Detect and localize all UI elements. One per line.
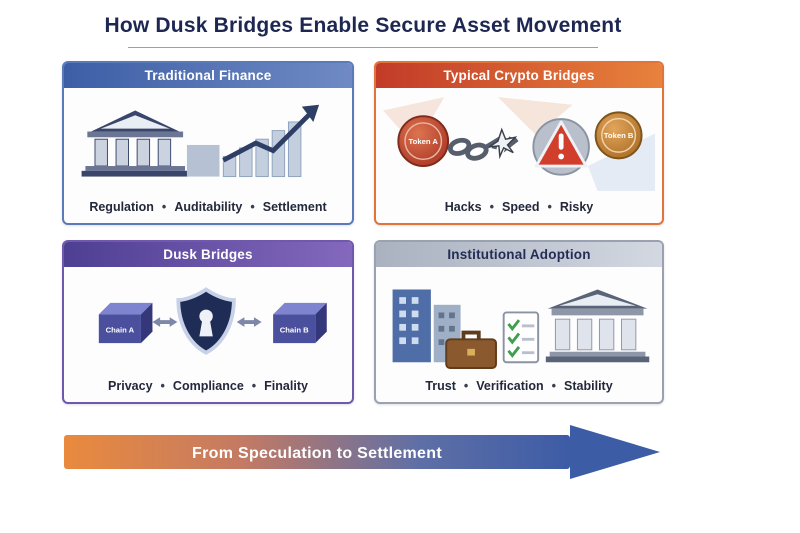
traditional-finance-caption: RegulationAuditabilitySettlement (64, 197, 352, 223)
chain-a-label: Chain A (106, 325, 135, 334)
bank-building-icon (545, 288, 650, 362)
warning-triangle-icon (534, 120, 588, 167)
briefcase-icon (445, 330, 497, 369)
page-title: How Dusk Bridges Enable Secure Asset Mov… (104, 14, 622, 37)
caption-item: Trust (425, 379, 456, 393)
arrow-body (64, 435, 570, 469)
caption-item: Finality (244, 379, 308, 393)
institutions-icon (392, 288, 650, 369)
panel-typical-crypto-bridges: Typical Crypto Bridges (374, 61, 664, 225)
caption-item: Auditability (154, 200, 242, 214)
broken-chain-icon: Token A (383, 96, 655, 191)
side-building-icon (186, 144, 220, 177)
right-bridge-arrow-icon (236, 316, 262, 327)
background-shard (497, 96, 573, 135)
token-b-label: Token B (604, 131, 634, 140)
infographic: How Dusk Bridges Enable Secure Asset Mov… (62, 0, 664, 486)
caption-item: Stability (544, 379, 613, 393)
institutional-adoption-illustration (376, 267, 662, 376)
chains-and-shield-icon: Chain A (98, 286, 327, 355)
caption-item: Speed (482, 200, 540, 214)
header-block: How Dusk Bridges Enable Secure Asset Mov… (62, 0, 664, 48)
traditional-finance-illustration (64, 88, 352, 197)
panel-traditional-finance-title: Traditional Finance (64, 63, 352, 88)
shield-lock-icon (176, 286, 236, 355)
caption-item: Hacks (444, 200, 482, 214)
bank-and-chart-icon (81, 104, 320, 177)
checklist-icon (502, 311, 540, 363)
panel-dusk-bridges-title: Dusk Bridges (64, 242, 352, 267)
bottom-arrow-banner: From Speculation to Settlement (64, 423, 664, 486)
bank-building-icon (81, 109, 189, 177)
chain-a-cube-icon: Chain A (98, 302, 153, 343)
panel-dusk-bridges: Dusk Bridges Chain A (62, 240, 354, 404)
token-a-label: Token A (409, 137, 439, 146)
panel-grid: Traditional Finance (62, 61, 664, 404)
dusk-bridges-caption: PrivacyComplianceFinality (64, 376, 352, 402)
caption-item: Settlement (242, 200, 326, 214)
panel-institutional-adoption-title: Institutional Adoption (376, 242, 662, 267)
caption-item: Verification (456, 379, 544, 393)
panel-typical-crypto-bridges-title: Typical Crypto Bridges (376, 63, 662, 88)
arrow-head (570, 425, 660, 479)
panel-institutional-adoption: Institutional Adoption (374, 240, 664, 404)
caption-item: Regulation (89, 200, 154, 214)
dusk-bridges-illustration: Chain A (64, 267, 352, 376)
caption-item: Compliance (153, 379, 244, 393)
caption-item: Privacy (108, 379, 153, 393)
token-a-coin-icon: Token A (397, 114, 450, 167)
caption-item: Risky (540, 200, 594, 214)
institutional-adoption-caption: TrustVerificationStability (376, 376, 662, 402)
chain-b-cube-icon: Chain B (273, 302, 327, 343)
arrow-label: From Speculation to Settlement (192, 445, 442, 462)
left-bridge-arrow-icon (152, 316, 178, 327)
token-b-coin-icon: Token B (594, 110, 643, 159)
crypto-bridges-caption: HacksSpeedRisky (376, 197, 662, 223)
growth-chart-icon (222, 104, 320, 177)
crypto-bridges-illustration: Token A (376, 88, 662, 197)
speculation-to-settlement-arrow: From Speculation to Settlement (64, 425, 660, 479)
title-underline (128, 47, 598, 48)
office-building-icon (392, 288, 461, 362)
panel-traditional-finance: Traditional Finance (62, 61, 354, 225)
chain-b-label: Chain B (280, 325, 309, 334)
break-spark-icon (488, 127, 518, 159)
